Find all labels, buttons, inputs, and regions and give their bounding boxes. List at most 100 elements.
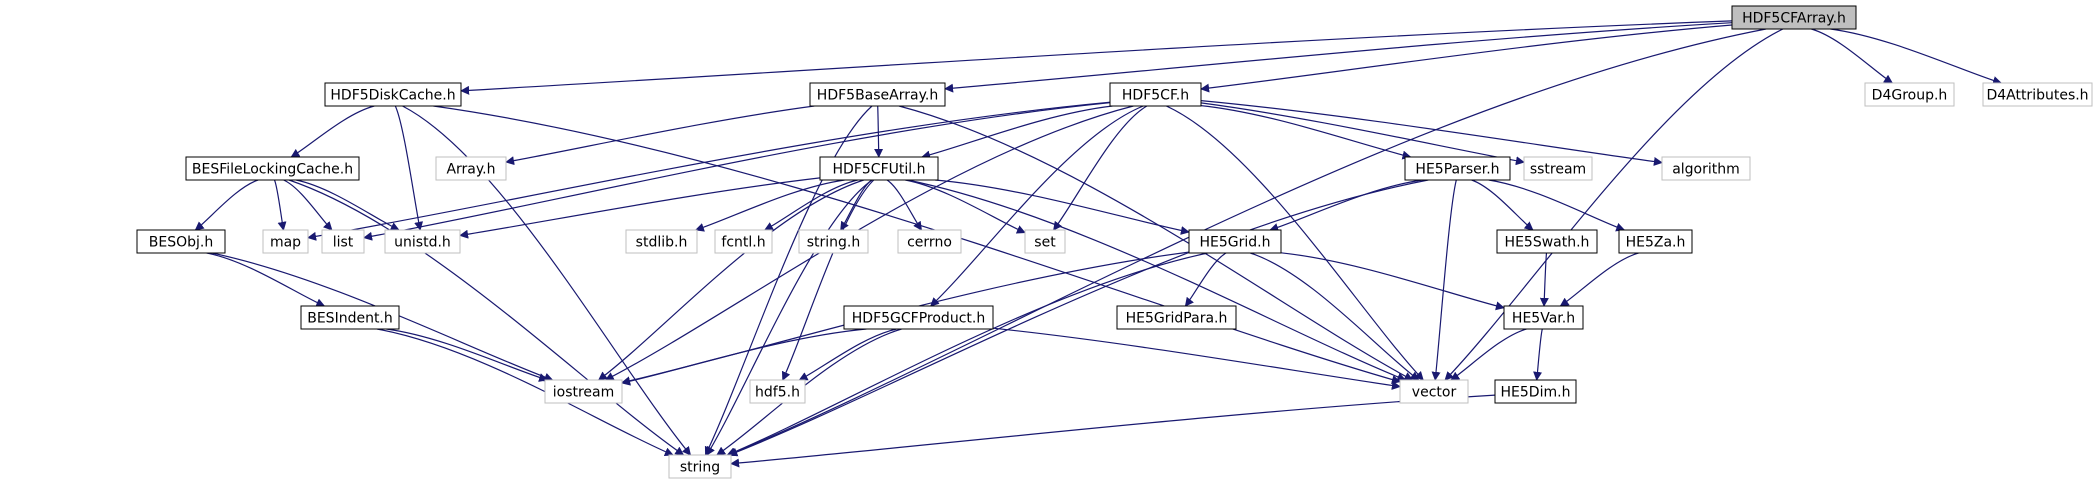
edge-he5swath-to-he5var <box>1539 252 1549 307</box>
node-hdf5basearray[interactable]: HDF5BaseArray.h <box>809 82 946 107</box>
edge-hdf5cfutil-to-unistd <box>459 177 821 239</box>
edge-hdf5cf-to-he5parser <box>1200 105 1412 160</box>
node-label: sstream <box>1530 162 1586 178</box>
edge-hdf5cfutil-to-vector <box>907 179 1407 382</box>
edge-he5var-to-vector <box>1450 328 1527 381</box>
node-box <box>300 305 400 330</box>
edge-he5grid-to-he5var <box>1280 252 1505 311</box>
node-hdf5gcfproduct[interactable]: HDF5GCFProduct.h <box>843 305 994 330</box>
node-label: HE5Grid.h <box>1200 235 1271 251</box>
node-box <box>819 156 939 181</box>
node-label: unistd.h <box>394 235 451 251</box>
node-box <box>262 229 309 254</box>
node-hdf5cfutil[interactable]: HDF5CFUtil.h <box>819 156 939 181</box>
edge-hdf5cf-to-hdf5gcfproduct <box>930 105 1144 307</box>
node-label: HE5Za.h <box>1626 235 1686 251</box>
node-he5dim[interactable]: HE5Dim.h <box>1494 379 1577 404</box>
node-box <box>668 454 732 479</box>
node-label: stdlib.h <box>636 235 688 251</box>
node-box <box>324 82 462 107</box>
node-label: iostream <box>553 385 615 401</box>
node-label: hdf5.h <box>755 385 800 401</box>
node-label: HDF5GCFProduct.h <box>852 311 985 327</box>
node-box <box>1731 5 1857 30</box>
node-box <box>798 229 869 254</box>
node-box <box>1496 229 1598 254</box>
node-label: algorithm <box>1672 162 1740 178</box>
node-he5parser[interactable]: HE5Parser.h <box>1404 156 1511 181</box>
node-besindent[interactable]: BESIndent.h <box>300 305 400 330</box>
node-besobj[interactable]: BESObj.h <box>136 229 226 254</box>
node-label: D4Attributes.h <box>1986 88 2088 104</box>
edge-hdf5gcfproduct-to-iostream <box>621 328 867 386</box>
edge-he5grid-to-string <box>726 252 1208 457</box>
edge-hdf5gcfproduct-to-vector <box>992 327 1401 390</box>
node-he5var[interactable]: HE5Var.h <box>1503 305 1584 330</box>
edge-besobj-to-besindent <box>206 252 326 307</box>
edge-hdf5diskcache-to-unistd <box>394 105 424 231</box>
node-stringh: string.h <box>798 229 869 254</box>
edge-he5grid-to-vector <box>1250 252 1420 381</box>
node-sstream: sstream <box>1523 156 1593 181</box>
node-label: HE5GridPara.h <box>1126 311 1228 327</box>
edge-hdf5cfutil-to-cerrno <box>886 179 923 231</box>
node-box <box>1109 82 1202 107</box>
node-arrayh: Array.h <box>435 156 507 181</box>
node-box <box>435 156 507 181</box>
node-box <box>1523 156 1593 181</box>
node-label: D4Group.h <box>1872 88 1948 104</box>
node-he5gridpara[interactable]: HE5GridPara.h <box>1116 305 1237 330</box>
node-box <box>1982 82 2093 107</box>
node-label: BESFileLockingCache.h <box>192 162 353 178</box>
node-he5za[interactable]: HE5Za.h <box>1618 229 1693 254</box>
edge-hdf5cfutil-to-string <box>706 179 873 456</box>
node-box <box>1116 305 1237 330</box>
edge-hdf5cf-to-hdf5cfutil <box>921 105 1113 160</box>
edge-hdf5cfutil-to-stdlib <box>694 179 845 232</box>
node-hdf5: hdf5.h <box>749 379 806 404</box>
edge-hdf5cfutil-to-hdf5 <box>781 179 875 381</box>
node-label: Array.h <box>446 162 495 178</box>
node-box <box>897 229 962 254</box>
node-box <box>544 379 623 404</box>
edge-hdf5gcfproduct-to-hdf5 <box>798 328 897 381</box>
edge-he5za-to-he5var <box>1559 252 1639 307</box>
node-label: HDF5CF.h <box>1122 88 1189 104</box>
node-hdf5diskcache[interactable]: HDF5DiskCache.h <box>324 82 462 107</box>
edge-hdf5cf-to-list <box>363 102 1111 241</box>
node-box <box>1494 379 1577 404</box>
edge-besfilelockingcache-to-list <box>283 179 333 231</box>
edge-hdf5cf-to-vector <box>1166 105 1424 381</box>
node-he5grid[interactable]: HE5Grid.h <box>1188 229 1282 254</box>
edge-besindent-to-iostream <box>386 328 549 382</box>
node-label: HE5Var.h <box>1512 311 1575 327</box>
node-box <box>1404 156 1511 181</box>
node-besfilelockingcache[interactable]: BESFileLockingCache.h <box>185 156 360 181</box>
edge-hdf5basearray-to-arrayh <box>505 105 815 166</box>
node-set: set <box>1024 229 1066 254</box>
node-d4group: D4Group.h <box>1864 82 1955 107</box>
node-box <box>1024 229 1066 254</box>
node-label: BESObj.h <box>149 235 213 251</box>
node-box <box>1503 305 1584 330</box>
edge-he5parser-to-he5grid <box>1269 179 1423 232</box>
node-label: HE5Parser.h <box>1415 162 1499 178</box>
edge-hdf5cf-to-set <box>1053 105 1148 231</box>
node-box <box>843 305 994 330</box>
edge-hdf5cfarray-to-hdf5diskcache <box>460 20 1733 95</box>
node-hdf5cf[interactable]: HDF5CF.h <box>1109 82 1202 107</box>
edge-he5parser-to-he5swath <box>1471 179 1534 231</box>
node-iostream: iostream <box>544 379 623 404</box>
edge-besfilelockingcache-to-string <box>288 179 685 456</box>
edge-hdf5diskcache-to-besfilelockingcache <box>290 105 375 158</box>
node-label: HE5Swath.h <box>1505 235 1590 251</box>
edge-hdf5cfarray-to-d4group <box>1811 28 1894 84</box>
node-box <box>136 229 226 254</box>
node-vector: vector <box>1399 379 1469 404</box>
node-box <box>185 156 360 181</box>
node-hdf5cfarray[interactable]: HDF5CFArray.h <box>1731 5 1857 30</box>
node-he5swath[interactable]: HE5Swath.h <box>1496 229 1598 254</box>
edge-he5dim-to-string <box>730 394 1496 468</box>
node-label: HDF5CFArray.h <box>1742 11 1846 27</box>
